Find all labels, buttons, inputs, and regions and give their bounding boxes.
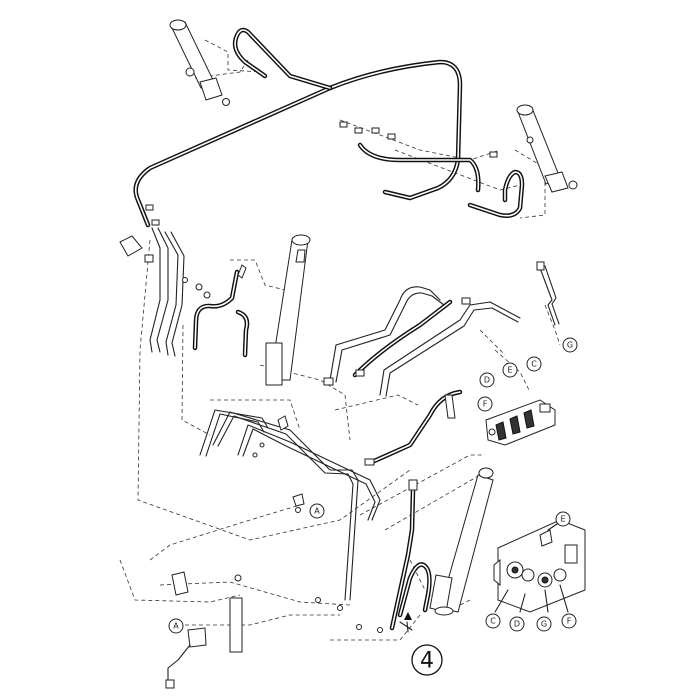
reference-number-label: 4 <box>420 649 434 674</box>
callout-valve-a-lower: A <box>168 618 184 634</box>
callout-valve-a-lower-label: A <box>173 622 179 631</box>
callout-inset-c: C <box>485 613 501 629</box>
dashed-leader-lines <box>119 39 561 641</box>
cylinder-lower <box>429 467 494 616</box>
cylinder-top-right <box>516 104 578 193</box>
callout-inset-e: E <box>555 511 571 527</box>
hose-middle-diagonal <box>364 389 463 466</box>
small-parts-a <box>292 493 305 513</box>
callout-inset-e-label: E <box>560 515 565 524</box>
callout-main-f-label: F <box>483 400 488 409</box>
callout-inset-c-label: C <box>490 617 496 626</box>
callout-inset-f-label: F <box>567 617 572 626</box>
callout-inset-g-label: G <box>541 620 547 629</box>
callout-valve-a-upper: A <box>309 503 325 519</box>
callout-inset-d-label: D <box>514 620 520 629</box>
reference-number-callout: 4 <box>404 612 443 676</box>
cylinder-center <box>265 234 311 386</box>
control-valve-main <box>485 399 556 446</box>
callout-main-f: F <box>477 396 493 412</box>
callout-inset-g: G <box>536 616 552 632</box>
callout-inset-f: F <box>561 613 577 629</box>
callout-main-g: G <box>562 337 578 353</box>
callout-main-c-label: C <box>531 360 537 369</box>
lower-left-assembly <box>165 571 383 689</box>
hoses-center-left <box>192 264 250 358</box>
callout-main-e: E <box>502 362 518 378</box>
left-tube-assembly <box>119 227 211 357</box>
callout-main-g-label: G <box>567 341 573 350</box>
callout-main-c: C <box>526 356 542 372</box>
right-upper-tubes <box>323 261 560 397</box>
valve-spool-assembly <box>199 409 381 601</box>
hose-lower <box>389 479 432 631</box>
callout-inset-d: D <box>509 616 525 632</box>
inset-valve-detail <box>493 519 586 613</box>
reference-leader-line <box>406 621 409 633</box>
fittings-top <box>145 121 498 226</box>
hose-top-loop <box>133 27 525 228</box>
callout-main-d-label: D <box>484 376 490 385</box>
reference-arrowhead <box>404 612 412 620</box>
callout-main-d: D <box>479 372 495 388</box>
callout-valve-a-upper-label: A <box>314 507 320 516</box>
cylinder-top-left <box>169 19 230 106</box>
callout-main-e-label: E <box>507 366 512 375</box>
